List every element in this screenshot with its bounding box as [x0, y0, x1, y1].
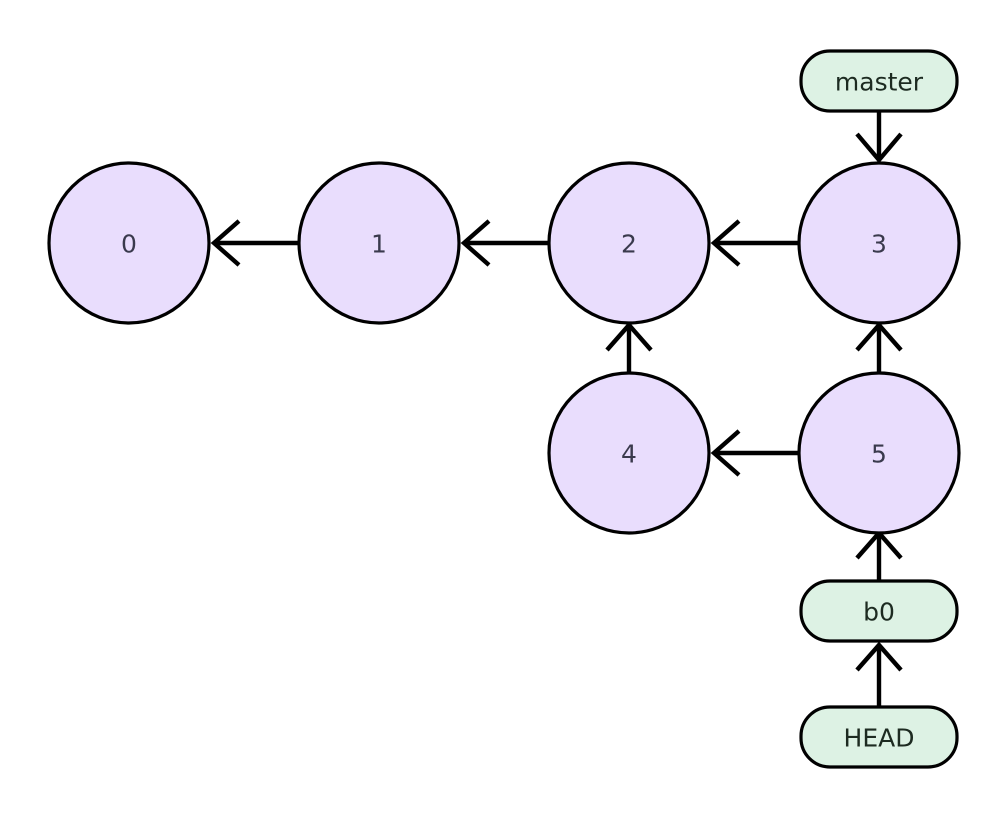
arrowhead-icon	[710, 219, 741, 267]
commit-circle[interactable]	[297, 161, 461, 325]
commit-circle[interactable]	[47, 161, 211, 325]
ref-node-master[interactable]: master	[799, 49, 959, 113]
ref-box[interactable]	[799, 579, 959, 643]
edge-1-to-0	[210, 219, 299, 267]
ref-node-head[interactable]: HEAD	[799, 705, 959, 769]
commit-node-1[interactable]: 1	[297, 161, 461, 325]
ref-label: b0	[863, 598, 895, 627]
arrowhead-icon	[710, 429, 741, 477]
arrowhead-icon	[855, 321, 903, 352]
commit-label: 2	[621, 230, 637, 259]
arrowhead-icon	[855, 641, 903, 672]
commit-node-4[interactable]: 4	[547, 371, 711, 535]
ref-label: master	[835, 68, 924, 97]
edge-master-to-3	[855, 112, 903, 164]
commit-node-3[interactable]: 3	[797, 161, 961, 325]
commit-circle[interactable]	[797, 371, 961, 535]
arrowhead-icon	[605, 321, 653, 352]
edge-3-to-2	[710, 219, 799, 267]
commit-circle[interactable]	[547, 161, 711, 325]
ref-label: HEAD	[844, 724, 915, 753]
edge-2-to-1	[460, 219, 549, 267]
commit-label: 1	[371, 230, 387, 259]
commit-node-0[interactable]: 0	[47, 161, 211, 325]
edge-5-to-3	[855, 321, 903, 373]
edge-4-to-2	[605, 321, 653, 373]
commit-label: 0	[121, 230, 137, 259]
edge-group	[210, 112, 903, 707]
commit-label: 5	[871, 440, 887, 469]
arrowhead-icon	[210, 219, 241, 267]
ref-node-b0[interactable]: b0	[799, 579, 959, 643]
arrowhead-icon	[855, 132, 903, 164]
commit-circle[interactable]	[547, 371, 711, 535]
arrowhead-icon	[460, 219, 491, 267]
commit-label: 4	[621, 440, 637, 469]
commit-node-5[interactable]: 5	[797, 371, 961, 535]
edge-b0-to-5	[855, 529, 903, 581]
commit-circle[interactable]	[797, 161, 961, 325]
edge-5-to-4	[710, 429, 799, 477]
commit-node-2[interactable]: 2	[547, 161, 711, 325]
commit-label: 3	[871, 230, 887, 259]
ref-box[interactable]	[799, 705, 959, 769]
edge-head-to-b0	[855, 641, 903, 707]
ref-box[interactable]	[799, 49, 959, 113]
